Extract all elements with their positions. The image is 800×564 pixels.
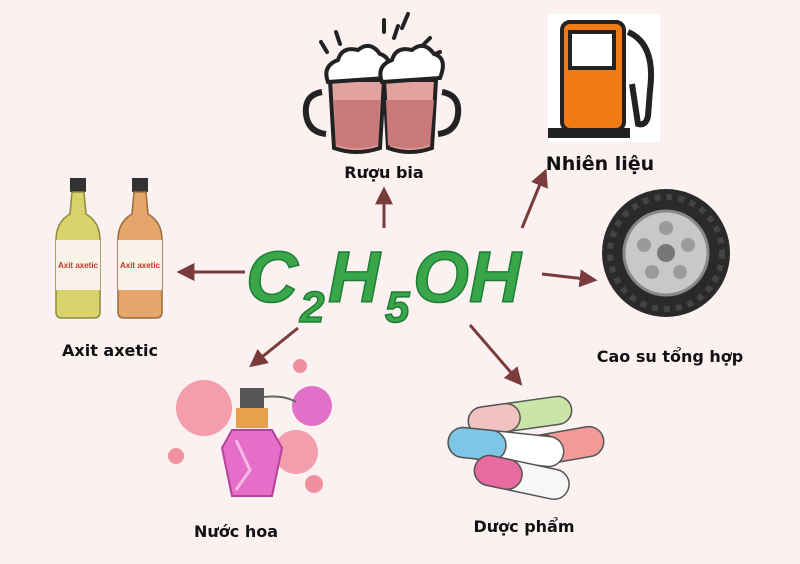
formula-sub-2: 2 [299, 283, 325, 332]
label-fuel: Nhiên liệu [546, 153, 654, 175]
pills-icon [447, 395, 605, 501]
acid-bottle-tag-2: Axit axetic [120, 261, 161, 270]
arrow-to-rubber [541, 269, 598, 288]
label-acid: Axit axetic [62, 341, 158, 360]
formula-sub-5: 5 [385, 283, 410, 332]
perfume-bottle-icon [168, 359, 332, 497]
formula-c: C [246, 238, 299, 318]
formula-oh: OH [413, 238, 523, 318]
acetic-acid-bottles-icon: Axit axetic Axit axetic [55, 178, 163, 319]
fuel-pump-icon [548, 14, 660, 142]
arrow-to-fuel [520, 168, 548, 229]
label-pharma: Dược phẩm [473, 517, 574, 536]
label-perfume: Nước hoa [194, 522, 278, 541]
label-beer: Rượu bia [344, 163, 423, 182]
arrow-to-pharma [468, 324, 523, 386]
ethanol-formula: C 2 H 5 OH [245, 237, 524, 333]
arrows [176, 168, 598, 386]
formula-h: H [328, 238, 382, 318]
acid-bottle-tag-1: Axit axetic [58, 261, 99, 270]
tire-icon [602, 189, 730, 317]
arrow-to-perfume [249, 326, 299, 368]
label-rubber: Cao su tổng hợp [597, 347, 743, 366]
beer-mugs-icon [302, 12, 462, 154]
